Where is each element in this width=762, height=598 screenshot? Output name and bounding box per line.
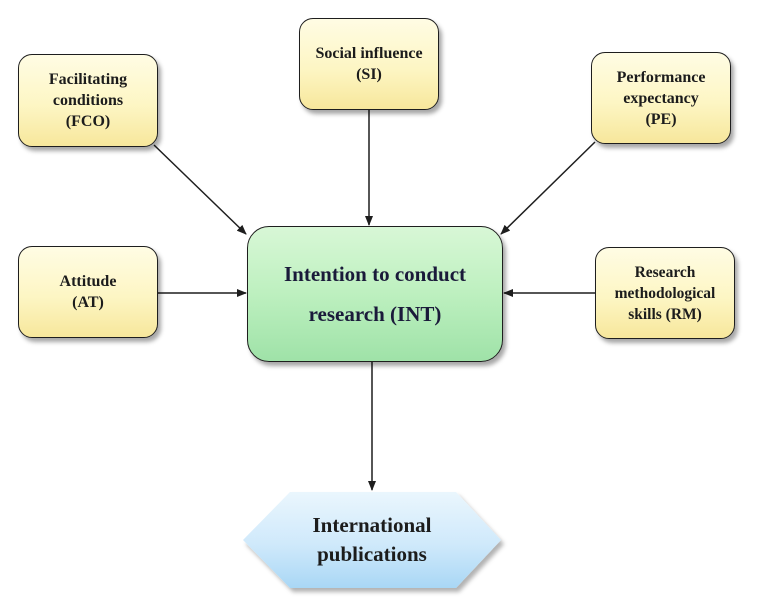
node-performance-expectancy: Performance expectancy (PE)	[591, 52, 731, 144]
node-research-methodological-skills: Research methodological skills (RM)	[595, 247, 735, 339]
arrow-fco-to-int	[153, 144, 247, 235]
international-publications-shape	[243, 492, 501, 588]
node-international-publications: International publications	[312, 513, 432, 566]
node-facilitating-conditions: Facilitating conditions (FCO)	[18, 54, 158, 147]
node-social-influence: Social influence (SI)	[299, 18, 439, 110]
node-intention-to-conduct-research: Intention to conduct research (INT)	[247, 226, 503, 362]
node-attitude: Attitude (AT)	[18, 246, 158, 338]
arrow-pe-to-int	[500, 141, 596, 235]
